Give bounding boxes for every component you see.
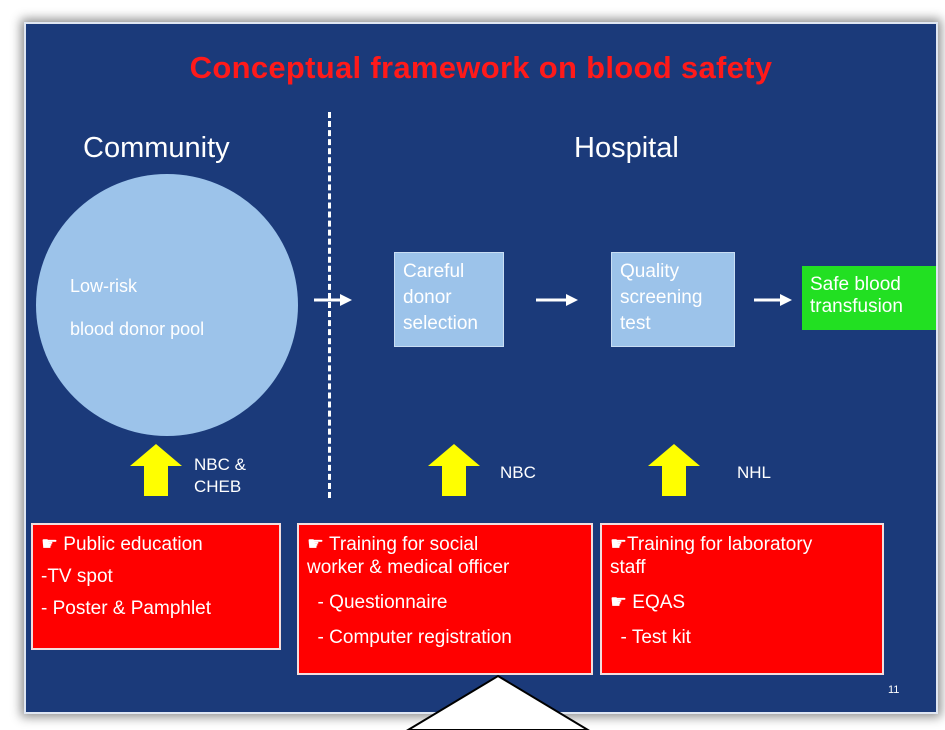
safe-transfusion-line: Safe blood <box>810 274 901 295</box>
intervention-line: ☛ Public education <box>41 534 203 555</box>
donor-selection-line: donor <box>403 287 452 308</box>
intervention-line: ☛Training for laboratory <box>610 534 813 555</box>
slide: Conceptual framework on blood safety Com… <box>24 22 938 714</box>
donor-selection-line: selection <box>403 313 478 334</box>
intervention-line: worker & medical officer <box>307 557 510 578</box>
flow-arrow-1 <box>314 294 352 306</box>
community-heading: Community <box>83 132 230 164</box>
donor-pool-label-line1: Low-risk <box>70 276 138 296</box>
section-divider <box>328 112 331 498</box>
screening-test-line: test <box>620 313 651 334</box>
agency-line: CHEB <box>194 477 242 496</box>
donor-pool-label-line2: blood donor pool <box>70 319 205 339</box>
callout-up-arrow <box>406 674 590 730</box>
intervention-box-screening: ☛Training for laboratory staff ☛ EQAS - … <box>600 523 884 675</box>
agency-line: NBC & <box>194 455 246 474</box>
flow-arrow-2 <box>536 294 578 306</box>
donor-selection-box: Careful donor selection <box>394 252 504 347</box>
agency-label-donor: NBC <box>500 463 536 482</box>
slide-number: 11 <box>888 684 900 696</box>
intervention-box-community: ☛ Public education -TV spot - Poster & P… <box>31 523 281 650</box>
safe-transfusion-line: transfusion <box>810 296 903 317</box>
intervention-line: - Questionnaire <box>307 592 448 613</box>
yellow-up-arrow-community <box>130 444 182 496</box>
intervention-box-donor: ☛ Training for social worker & medical o… <box>297 523 593 675</box>
intervention-line: - Test kit <box>610 627 691 648</box>
slide-title: Conceptual framework on blood safety <box>189 50 773 85</box>
hospital-heading: Hospital <box>574 132 679 164</box>
screening-test-box: Quality screening test <box>611 252 735 347</box>
agency-label-screening: NHL <box>737 463 772 482</box>
intervention-line: ☛ EQAS <box>610 592 686 613</box>
intervention-line: ☛ Training for social <box>307 534 479 555</box>
donor-selection-line: Careful <box>403 261 465 282</box>
screening-test-line: Quality <box>620 261 680 282</box>
yellow-up-arrow-donor <box>428 444 480 496</box>
intervention-line: - Poster & Pamphlet <box>41 598 212 619</box>
screening-test-line: screening <box>620 287 703 308</box>
safe-transfusion-box: Safe blood transfusion <box>802 266 936 330</box>
donor-pool-circle <box>36 174 298 436</box>
yellow-up-arrow-screening <box>648 444 700 496</box>
flow-arrow-3 <box>754 294 792 306</box>
intervention-line: - Computer registration <box>307 627 512 648</box>
intervention-line: -TV spot <box>41 566 113 587</box>
intervention-line: staff <box>610 557 646 578</box>
agency-label-community: NBC & CHEB <box>194 454 246 498</box>
